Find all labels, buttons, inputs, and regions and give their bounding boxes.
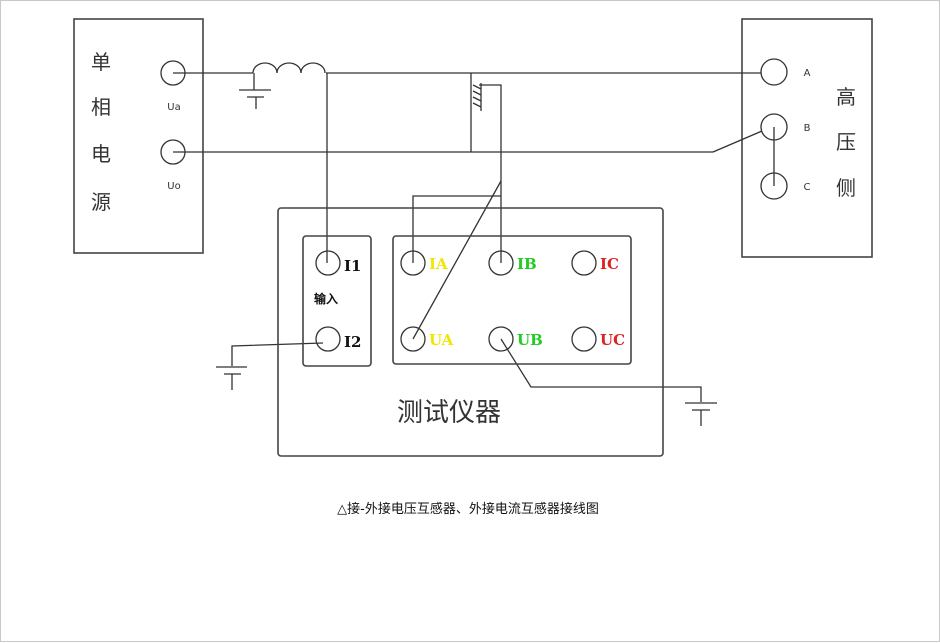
terminal-i1-label: I1 xyxy=(344,257,361,275)
terminal-ib xyxy=(488,250,514,276)
terminal-i1 xyxy=(315,250,341,276)
terminal-ia-label: IA xyxy=(429,255,448,273)
ground-icon xyxy=(239,73,271,109)
source-title-char: 单 xyxy=(91,50,111,74)
terminal-ub-in-label: UB xyxy=(517,331,543,349)
terminal-a xyxy=(760,58,788,86)
source-title-char: 源 xyxy=(91,190,111,214)
terminal-ua-in xyxy=(400,326,426,352)
single-phase-source: 单 相 电 源 Ua Uo xyxy=(73,18,204,254)
diagram-caption: △接-外接电压互感器、外接电流互感器接线图 xyxy=(337,501,599,517)
terminal-b-label: B xyxy=(804,123,811,134)
measure-panel xyxy=(392,235,632,365)
wire xyxy=(231,342,324,366)
wires xyxy=(173,62,763,426)
voltage-transformer-icon xyxy=(470,73,482,152)
high-voltage-side: A B C 高 压 侧 xyxy=(741,18,873,258)
terminal-uc-in-label: UC xyxy=(600,331,625,349)
terminal-a-label: A xyxy=(804,68,811,79)
hv-title-char: 高 xyxy=(836,85,856,109)
source-box xyxy=(73,18,204,254)
terminal-ua-in-label: UA xyxy=(429,331,454,349)
terminal-uc-in xyxy=(571,326,597,352)
hv-title-char: 侧 xyxy=(836,176,856,200)
wire xyxy=(412,180,502,340)
hv-title-char: 压 xyxy=(836,130,856,154)
terminal-uo-label: Uo xyxy=(167,181,180,192)
terminal-ic xyxy=(571,250,597,276)
wire xyxy=(712,130,763,153)
terminal-ic-label: IC xyxy=(600,255,619,273)
wire xyxy=(412,195,501,263)
source-title-char: 相 xyxy=(91,95,111,119)
current-transformer-coil-icon xyxy=(252,62,326,74)
input-label: 输入 xyxy=(314,291,338,306)
terminal-i2 xyxy=(315,326,341,352)
terminal-c-label: C xyxy=(804,182,811,193)
source-title-char: 电 xyxy=(91,142,111,166)
ground-icon xyxy=(685,402,717,426)
terminal-ib-label: IB xyxy=(517,255,537,273)
wire xyxy=(479,84,502,263)
terminal-ia xyxy=(400,250,426,276)
test-instrument: I1 I2 输入 IA IB IC UA UB UC 测试仪器 xyxy=(277,207,664,457)
hv-box xyxy=(741,18,873,258)
input-panel xyxy=(302,235,372,367)
terminal-ub-in xyxy=(488,326,514,352)
instrument-box xyxy=(277,207,664,457)
instrument-title: 测试仪器 xyxy=(397,398,501,428)
terminal-i2-label: I2 xyxy=(344,333,361,351)
ground-icon xyxy=(216,366,247,390)
terminal-ua-label: Ua xyxy=(167,102,180,113)
wire xyxy=(500,338,702,402)
